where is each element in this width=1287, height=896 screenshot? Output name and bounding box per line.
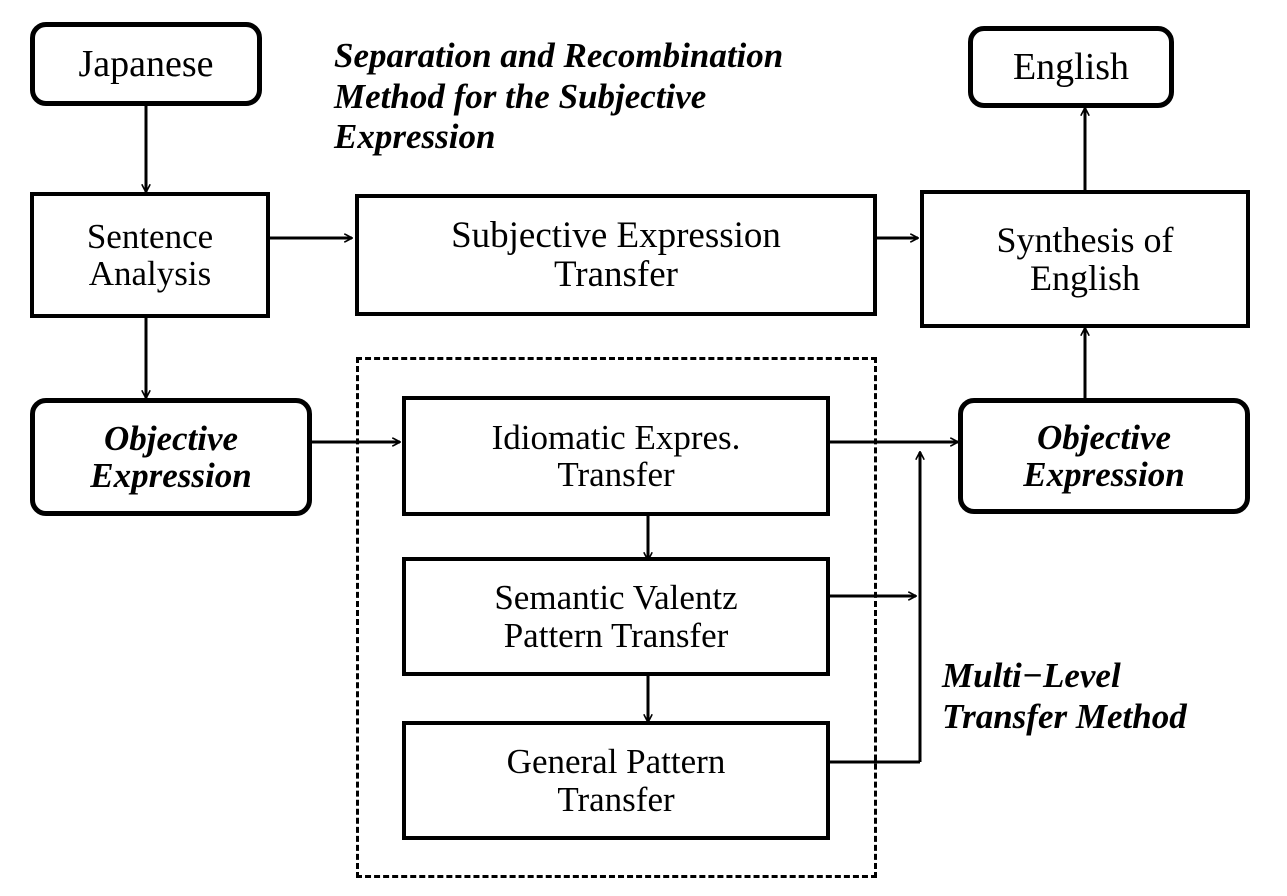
node-objective-expression-target[interactable]: Objective Expression bbox=[958, 398, 1250, 514]
node-sentence-analysis[interactable]: Sentence Analysis bbox=[30, 192, 270, 318]
node-objective-expression-source-label: Objective Expression bbox=[90, 418, 252, 495]
node-objective-expression-target-label: Objective Expression bbox=[1023, 417, 1185, 494]
multi-level-transfer-method-caption: Multi−Level Transfer Method bbox=[942, 656, 1187, 736]
title-caption: Separation and Recombination Method for … bbox=[334, 36, 784, 157]
multi-level-transfer-group-region bbox=[356, 357, 877, 878]
node-idiomatic-expres-transfer-label: Idiomatic Expres. Transfer bbox=[491, 417, 741, 494]
node-subjective-expression-transfer-label: Subjective Expression Transfer bbox=[451, 214, 781, 295]
node-japanese[interactable]: Japanese bbox=[30, 22, 262, 106]
node-semantic-valentz-pattern-transfer[interactable]: Semantic Valentz Pattern Transfer bbox=[402, 557, 830, 676]
node-general-pattern-transfer[interactable]: General Pattern Transfer bbox=[402, 721, 830, 840]
node-idiomatic-expres-transfer[interactable]: Idiomatic Expres. Transfer bbox=[402, 396, 830, 516]
node-sentence-analysis-label: Sentence Analysis bbox=[86, 216, 214, 293]
node-general-pattern-transfer-label: General Pattern Transfer bbox=[506, 742, 726, 819]
node-subjective-expression-transfer[interactable]: Subjective Expression Transfer bbox=[355, 194, 877, 316]
node-english[interactable]: English bbox=[968, 26, 1174, 108]
node-japanese-label: Japanese bbox=[78, 42, 214, 85]
node-synthesis-of-english[interactable]: Synthesis of English bbox=[920, 190, 1250, 328]
node-semantic-valentz-pattern-transfer-label: Semantic Valentz Pattern Transfer bbox=[494, 578, 738, 655]
node-synthesis-of-english-label: Synthesis of English bbox=[996, 219, 1174, 298]
node-english-label: English bbox=[1012, 45, 1130, 88]
node-objective-expression-source[interactable]: Objective Expression bbox=[30, 398, 312, 516]
